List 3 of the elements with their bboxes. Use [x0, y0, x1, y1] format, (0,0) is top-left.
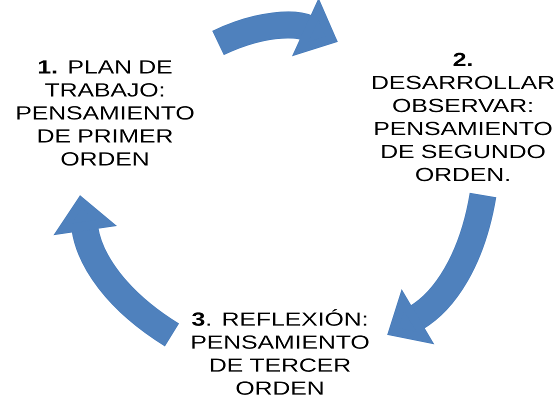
step-label: 2. DESARROLLAR OBSERVAR: PENSAMIENTO DE SEGUNDO ORDEN.: [373, 52, 554, 182]
step-label: 3. REFLEXIÓN: PENSAMIENTO DE TERCER ORDEN: [192, 309, 368, 395]
step-label: 1. PLAN DE TRABAJO: PENSAMIENTO DE PRIMER ORDEN: [17, 60, 194, 166]
